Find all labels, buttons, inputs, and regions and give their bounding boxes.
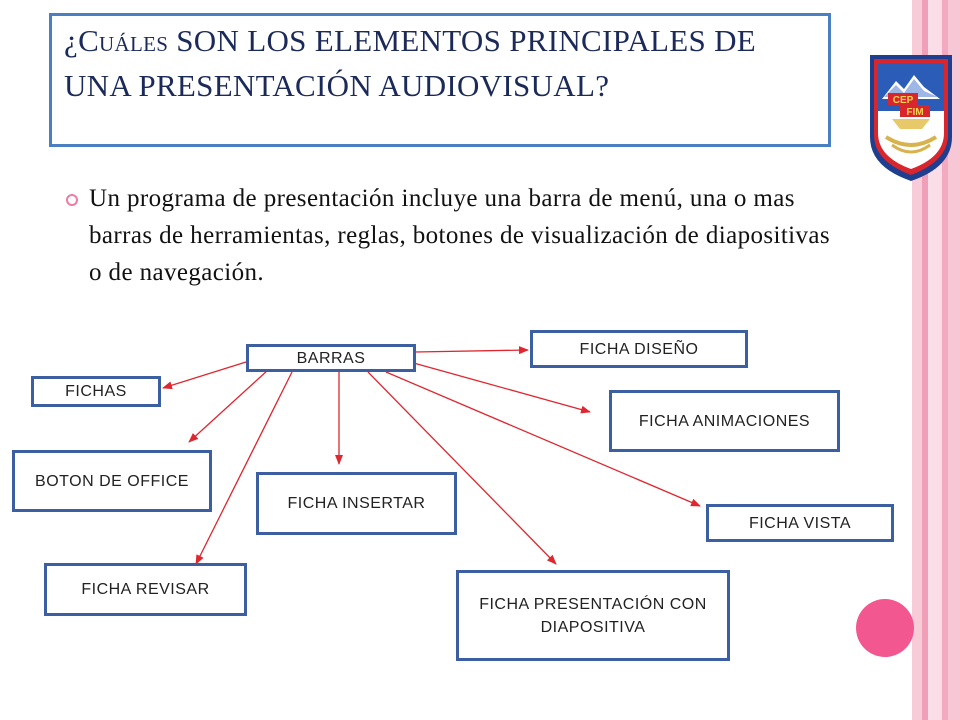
node-ficha-insertar: FICHA INSERTAR — [256, 472, 457, 535]
arrow-to-ficha-animaciones — [409, 361, 591, 414]
node-ficha-revisar: FICHA REVISAR — [44, 563, 247, 616]
node-fichas: FICHAS — [31, 376, 161, 407]
node-barras: BARRAS — [246, 344, 416, 372]
arrow-to-ficha-diseno — [414, 346, 529, 355]
arrow-to-ficha-presentacion — [367, 371, 557, 565]
bullet-paragraph: Un programa de presentación incluye una … — [89, 185, 831, 286]
arrow-to-ficha-vista — [385, 371, 701, 507]
arrow-to-boton-office — [188, 369, 269, 443]
node-ficha-presentacion: FICHA PRESENTACIÓN CON DIAPOSITIVA — [456, 570, 730, 661]
node-ficha-diseno: FICHA DISEÑO — [530, 330, 748, 368]
node-ficha-vista: FICHA VISTA — [706, 504, 894, 542]
arrow-to-fichas — [162, 361, 247, 390]
bullet-ring-icon — [66, 194, 78, 206]
decorative-pink-circle — [856, 599, 914, 657]
title-box: ¿CUÁLES SON LOS ELEMENTOS PRINCIPALES DE… — [49, 13, 831, 147]
cep-fim-logo: CEP FIM — [870, 55, 952, 181]
slide-title: ¿CUÁLES SON LOS ELEMENTOS PRINCIPALES DE… — [64, 23, 756, 103]
svg-text:CEP: CEP — [893, 95, 914, 106]
node-ficha-animaciones: FICHA ANIMACIONES — [609, 390, 840, 452]
svg-text:FIM: FIM — [906, 107, 923, 118]
arrow-to-ficha-revisar — [195, 371, 293, 565]
node-boton-office: BOTON DE OFFICE — [12, 450, 212, 512]
decorative-stripes — [912, 0, 960, 720]
